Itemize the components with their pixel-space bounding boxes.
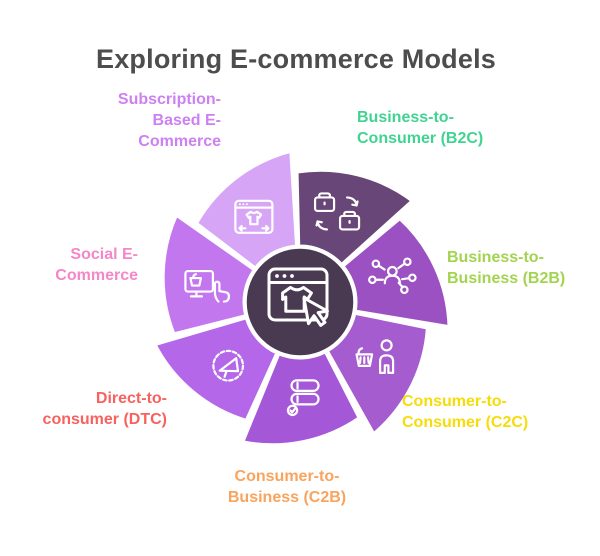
network-people-icon — [368, 257, 417, 295]
toggle-sliders-icon — [286, 379, 320, 417]
label-business-to-business: Business-to- Business (B2B) — [447, 249, 566, 287]
label-consumer-to-consumer: Consumer-to- Consumer (C2C) — [402, 393, 529, 431]
monitor-basket-hand-icon — [184, 269, 231, 303]
browser-shirt-cursor-icon — [267, 267, 329, 327]
page-title: Exploring E-commerce Models — [96, 44, 496, 74]
label-direct-to-consumer: Direct-to- consumer (DTC) — [42, 390, 167, 428]
label-subscription-based-ecommerce: Subscription- Based E- Commerce — [117, 91, 221, 150]
briefcase-exchange-icon — [313, 192, 361, 231]
megaphone-gear-icon — [212, 349, 245, 382]
browser-shirt-arrows-icon — [234, 199, 274, 234]
center-circle — [243, 245, 357, 359]
label-consumer-to-business: Consumer-to- Business (C2B) — [227, 468, 347, 506]
label-social-ecommerce: Social E- Commerce — [55, 246, 138, 284]
person-basket-icon — [355, 339, 395, 374]
label-business-to-consumer: Business-to- Consumer (B2C) — [357, 109, 484, 147]
